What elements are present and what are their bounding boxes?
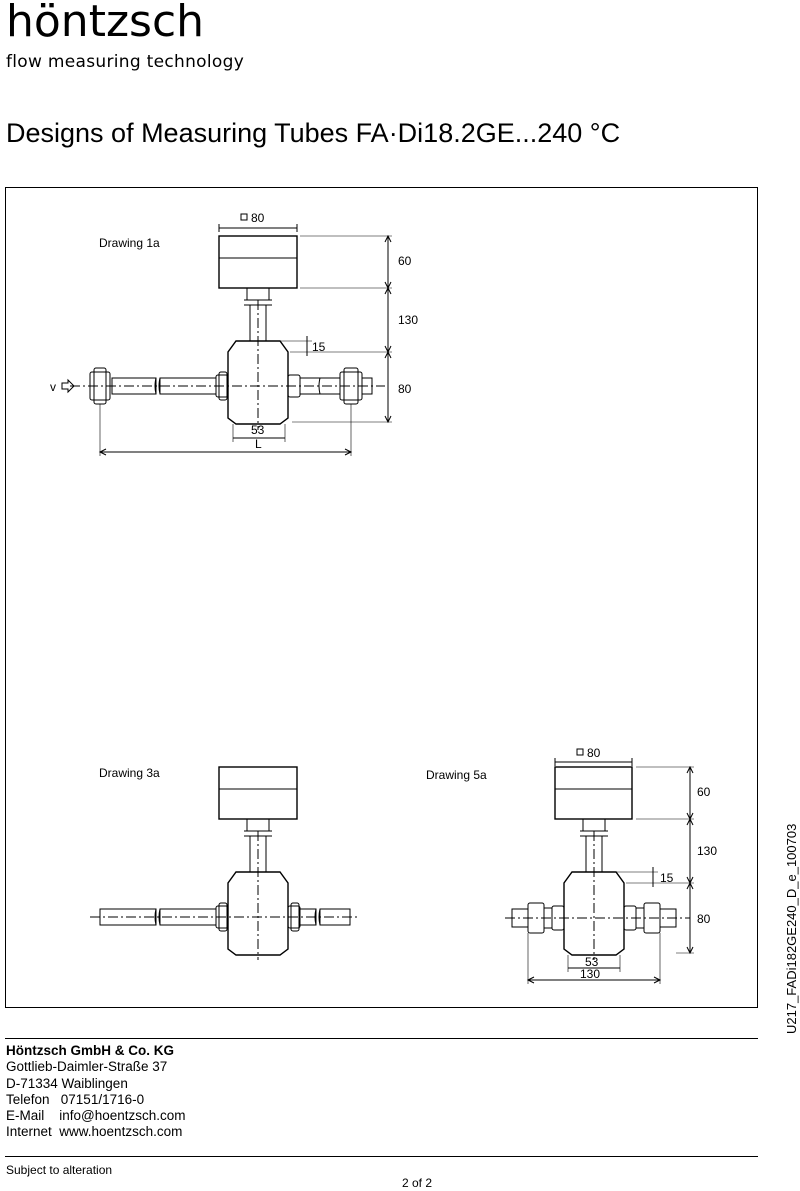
technical-drawings: Drawing 1a 80 bbox=[50, 211, 717, 984]
subject-to-alteration: Subject to alteration bbox=[6, 1163, 113, 1177]
dim-L: L bbox=[255, 437, 262, 451]
address-internet: Internet www.hoentzsch.com bbox=[6, 1124, 183, 1140]
flow-symbol: v bbox=[50, 380, 56, 394]
dim-53-5a: 53 bbox=[585, 955, 599, 969]
dim-53: 53 bbox=[251, 423, 265, 437]
dim-80-5a: 80 bbox=[697, 912, 711, 926]
dim-square-80-5a: 80 bbox=[587, 746, 601, 760]
drawing-1a: Drawing 1a 80 bbox=[50, 211, 418, 456]
company-name: Höntzsch GmbH & Co. KG bbox=[6, 1043, 174, 1058]
square-symbol bbox=[240, 213, 248, 221]
page-title: Designs of Measuring Tubes FA·Di18.2GE..… bbox=[6, 118, 621, 148]
company-address: Höntzsch GmbH & Co. KG Gottlieb-Daimler-… bbox=[6, 1043, 186, 1141]
address-phone: Telefon 07151/1716-0 bbox=[6, 1091, 145, 1107]
dim-130-5a: 130 bbox=[697, 844, 717, 858]
address-email: E-Mail info@hoentzsch.com bbox=[6, 1108, 186, 1124]
page-number: 2 of 2 bbox=[402, 1176, 433, 1190]
footer-rule-top bbox=[5, 1038, 758, 1039]
dim-80: 80 bbox=[398, 382, 412, 396]
dim-130b-5a: 130 bbox=[580, 967, 600, 981]
dim-square-80: 80 bbox=[251, 211, 265, 225]
logo-tagline: flow measuring technology bbox=[6, 52, 245, 72]
dim-15-5a: 15 bbox=[660, 871, 674, 885]
dim-60-5a: 60 bbox=[697, 785, 711, 799]
drawing-1a-label: Drawing 1a bbox=[99, 236, 160, 250]
footer-rule-bottom bbox=[5, 1156, 758, 1157]
address-city: D-71334 Waiblingen bbox=[6, 1075, 128, 1091]
drawing-3a-label: Drawing 3a bbox=[99, 766, 160, 780]
drawing-frame bbox=[5, 187, 758, 1008]
document-id: U217_FADi182GE240_D_e_100703 bbox=[784, 823, 799, 1034]
drawing-5a: Drawing 5a 80 60 130 80 bbox=[426, 746, 717, 984]
company-logo: höntzsch bbox=[6, 0, 205, 47]
address-street: Gottlieb-Daimler-Straße 37 bbox=[6, 1059, 168, 1075]
dim-130: 130 bbox=[398, 313, 418, 327]
drawing-3a: Drawing 3a bbox=[90, 766, 360, 960]
drawing-5a-label: Drawing 5a bbox=[426, 768, 487, 782]
dim-15: 15 bbox=[312, 340, 326, 354]
dim-60: 60 bbox=[398, 254, 412, 268]
